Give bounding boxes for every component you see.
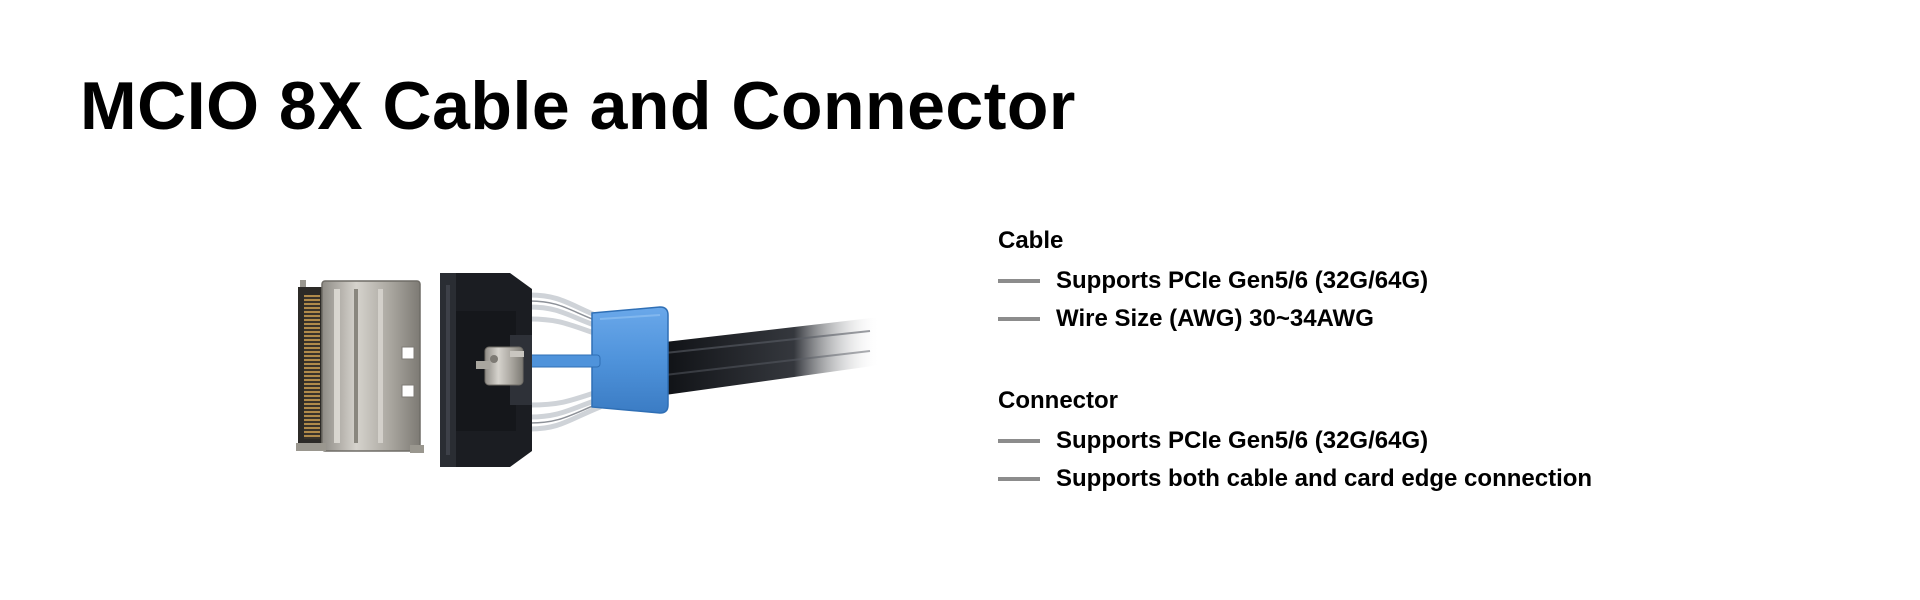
page-title: MCIO 8X Cable and Connector [80,68,1076,144]
mcio-cable-assembly [440,273,880,467]
spec-section-connector: Connector Supports PCIe Gen5/6 (32G/64G)… [998,386,1878,498]
dash-bullet-icon [998,439,1040,443]
spec-item: Wire Size (AWG) 30~34AWG [998,300,1878,338]
spec-list-connector: Supports PCIe Gen5/6 (32G/64G) Supports … [998,422,1878,498]
spec-item: Supports PCIe Gen5/6 (32G/64G) [998,422,1878,460]
dash-bullet-icon [998,477,1040,481]
spec-item-text: Wire Size (AWG) 30~34AWG [1056,305,1374,332]
dash-bullet-icon [998,317,1040,321]
dash-bullet-icon [998,279,1040,283]
mcio-receptacle-connector [296,280,424,453]
spec-list-cable: Supports PCIe Gen5/6 (32G/64G) Wire Size… [998,262,1878,338]
spec-item-text: Supports both cable and card edge connec… [1056,465,1593,492]
spec-heading-connector: Connector [998,387,1118,414]
spec-heading-cable: Cable [998,227,1064,254]
spec-item: Supports PCIe Gen5/6 (32G/64G) [998,262,1878,300]
spec-item: Supports both cable and card edge connec… [998,460,1878,498]
spec-item-text: Supports PCIe Gen5/6 (32G/64G) [1056,267,1429,294]
spec-section-cable: Cable Supports PCIe Gen5/6 (32G/64G) Wir… [998,226,1878,338]
product-image [296,273,880,467]
specs-panel: Cable Supports PCIe Gen5/6 (32G/64G) Wir… [998,226,1878,546]
spec-item-text: Supports PCIe Gen5/6 (32G/64G) [1056,427,1429,454]
